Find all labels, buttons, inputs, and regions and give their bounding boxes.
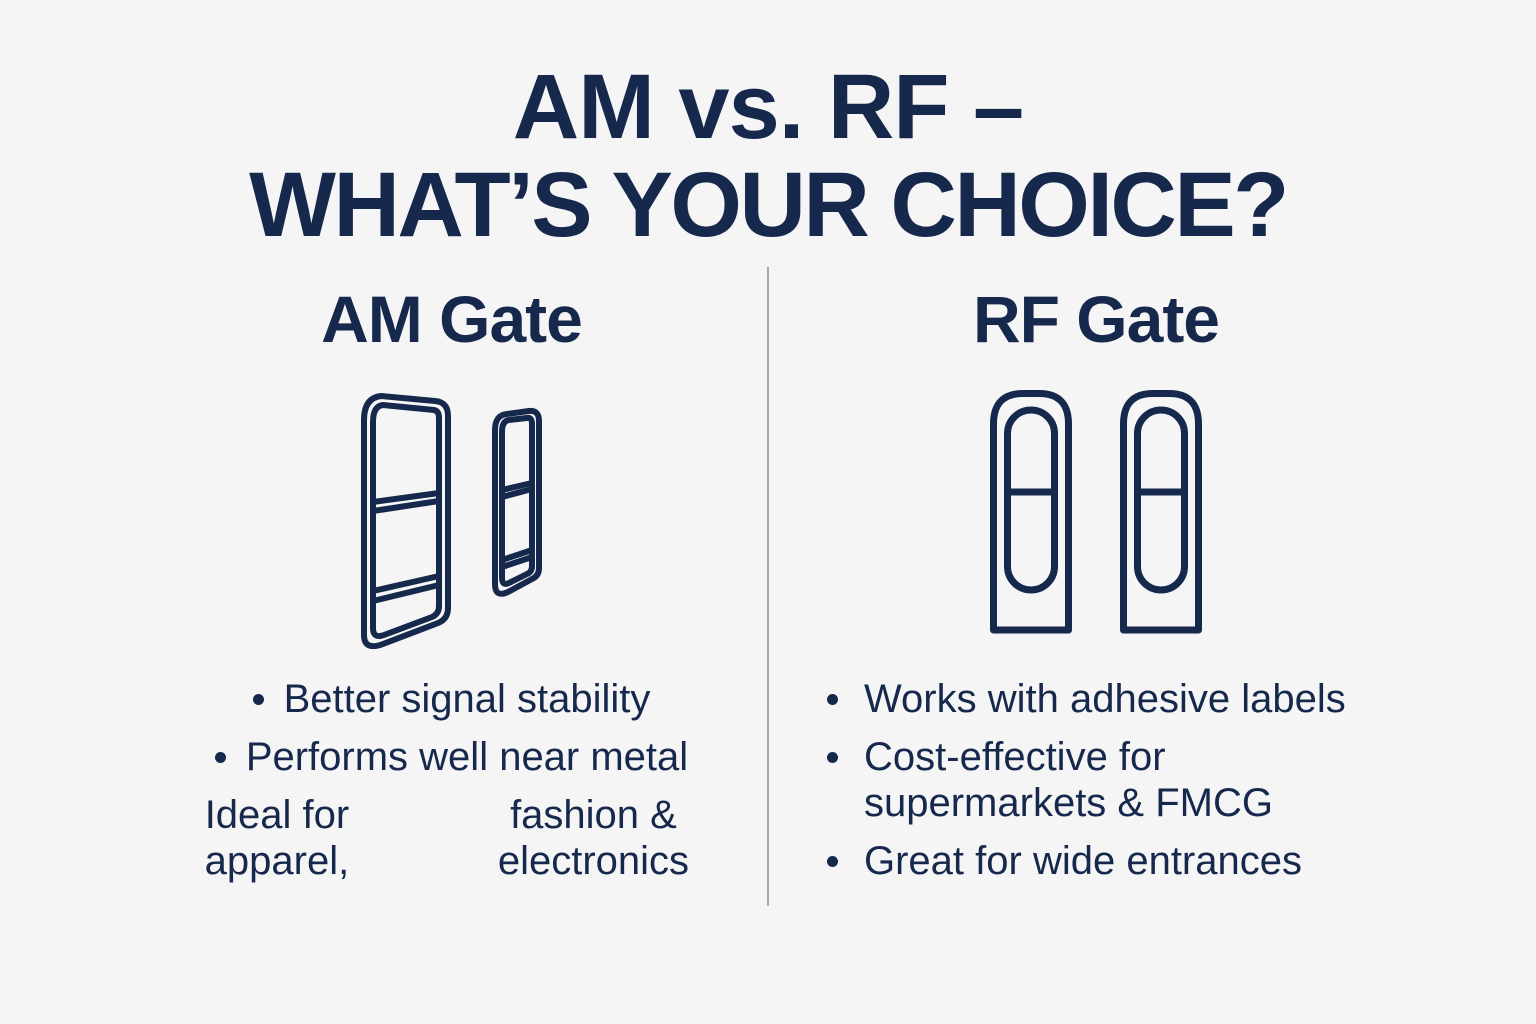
- title-block: AM vs. RF – WHAT’S YOUR CHOICE?: [0, 58, 1536, 254]
- am-column: AM Gate Better sign: [135, 283, 768, 896]
- am-bullet-item: Ideal for apparel, fashion & electronics: [135, 792, 768, 884]
- bullet-dot-icon: [252, 694, 264, 705]
- am-bullet-item: Better signal stability: [135, 676, 768, 722]
- bullet-dot-icon: [827, 752, 838, 763]
- rf-bullet-text-line2: supermarkets & FMCG: [864, 781, 1273, 825]
- rf-gate-pedestals-icon: [990, 390, 1202, 634]
- rf-heading: RF Gate: [972, 282, 1220, 356]
- rf-bullet-text-line1: Cost-effective for: [864, 735, 1166, 779]
- title-line-1: AM vs. RF –: [512, 56, 1024, 158]
- rf-bullet-text: Great for wide entrances: [864, 839, 1302, 883]
- am-gate-pedestals-icon: [360, 393, 542, 650]
- rf-bullet-list: Works with adhesive labels Cost-effectiv…: [790, 676, 1402, 884]
- am-heading: AM Gate: [321, 282, 583, 356]
- rf-bullet-item: Great for wide entrances: [827, 838, 1402, 884]
- am-bullet-list: Better signal stability Performs well ne…: [135, 676, 768, 884]
- am-bullet-text: Performs well near metal: [245, 735, 689, 779]
- rf-bullet-text: Works with adhesive labels: [864, 677, 1346, 721]
- bullet-dot-icon: [827, 694, 838, 705]
- am-bullet-text-line1: Ideal for apparel,: [204, 793, 350, 883]
- bullet-dot-icon: [214, 752, 226, 763]
- rf-column: RF Gate Works with adhesive labels: [790, 283, 1402, 896]
- am-bullet-text-line2: fashion & electronics: [497, 793, 690, 883]
- am-bullet-item: Performs well near metal: [135, 734, 768, 780]
- am-bullet-text: Better signal stability: [283, 677, 651, 721]
- title-line-2: WHAT’S YOUR CHOICE?: [249, 154, 1289, 256]
- column-divider: [767, 267, 769, 906]
- bullet-dot-icon: [827, 856, 838, 867]
- rf-bullet-item: Works with adhesive labels: [827, 676, 1402, 722]
